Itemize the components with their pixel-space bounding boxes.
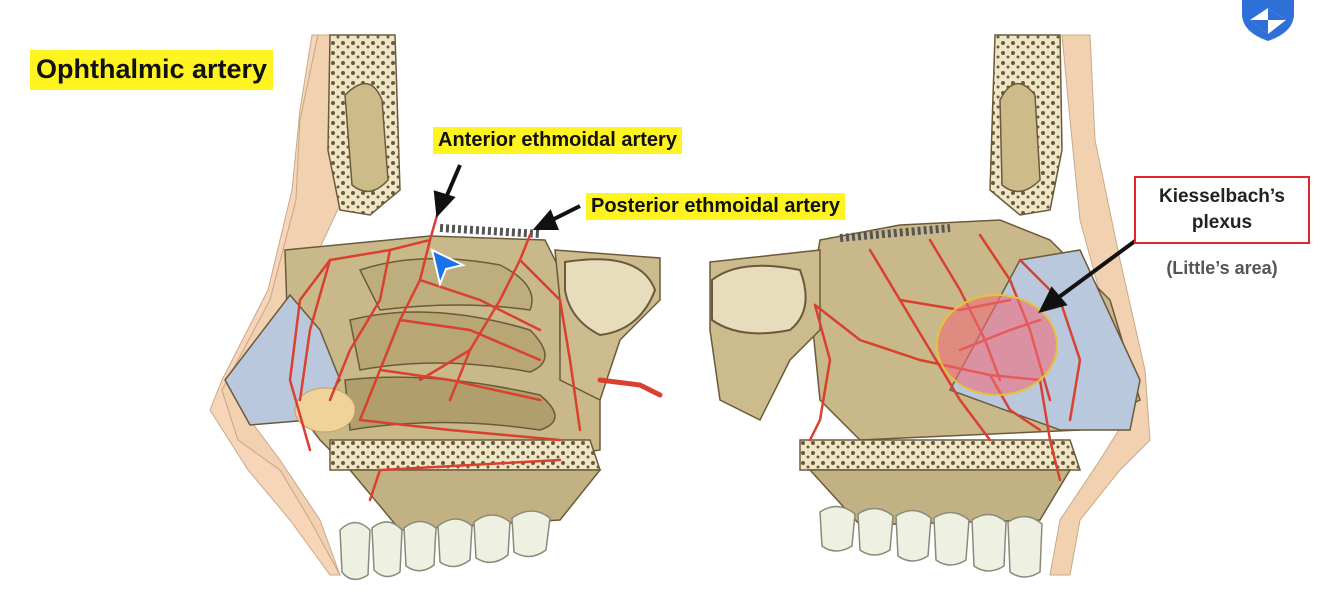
- shield-logo-icon: [1242, 0, 1294, 41]
- anterior-ethmoidal-label: Anterior ethmoidal artery: [433, 127, 682, 154]
- left-middle-concha: [349, 311, 546, 373]
- right-hard-palate: [799, 439, 1082, 471]
- kiesselbach-arrowhead: [1038, 286, 1068, 314]
- right-teeth: [819, 505, 1043, 578]
- right-septum-wall: [709, 34, 1151, 578]
- left-frontal-sinus: [344, 83, 389, 193]
- posterior-ethmoidal-label: Posterior ethmoidal artery: [586, 193, 845, 220]
- left-teeth: [339, 510, 551, 581]
- littles-area-label: (Little’s area): [1166, 258, 1278, 278]
- kiesselbach-label: Kiesselbach’s plexus: [1158, 186, 1286, 233]
- anterior-arrowhead: [433, 190, 456, 218]
- left-upper-concha: [358, 257, 533, 311]
- anterior-arrow: [443, 164, 462, 201]
- right-sphenoid-sinus: [711, 264, 807, 335]
- left-sphenoid-sinus: [564, 258, 657, 337]
- posterior-arrowhead: [532, 209, 559, 230]
- kiesselbach-callout: Kiesselbach’s plexus: [1134, 176, 1310, 244]
- left-cribriform-plate: [439, 224, 541, 238]
- left-lateral-wall: [209, 34, 663, 581]
- right-cribriform-plate: [839, 224, 951, 242]
- slide-title: Ophthalmic artery: [30, 50, 274, 90]
- pointer-arrow-icon: [430, 248, 466, 288]
- kiesselbach-area: [936, 294, 1058, 396]
- right-frontal-sinus: [999, 83, 1041, 193]
- left-artery-network: [288, 203, 663, 502]
- left-fat-pad: [294, 387, 356, 433]
